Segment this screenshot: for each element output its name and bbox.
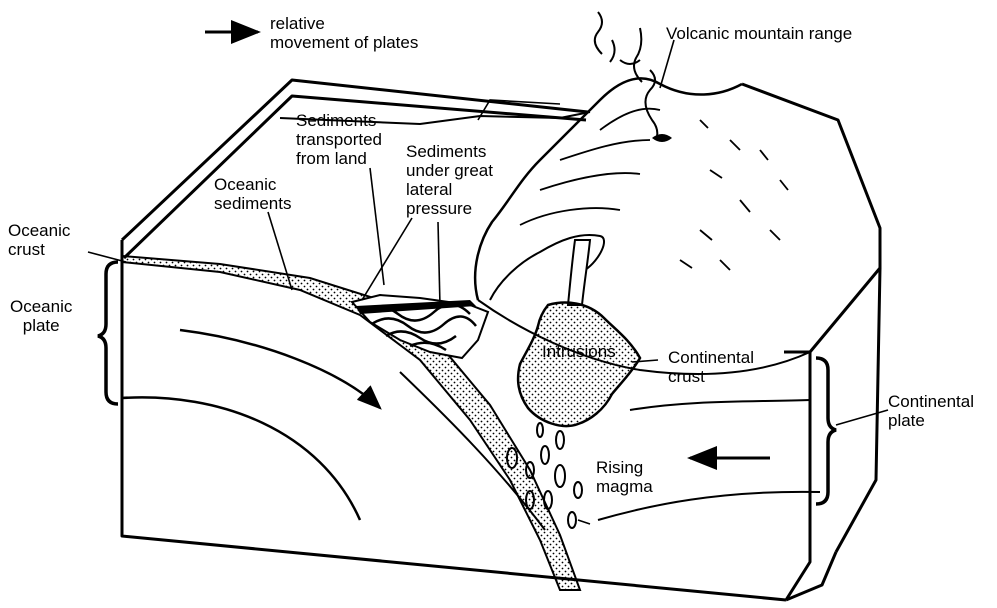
label-volcanic-mountain-range: Volcanic mountain range [666, 24, 852, 43]
label-sediments-pressure: Sediments under great lateral pressure [406, 142, 493, 218]
label-intrusions: Intrusions [542, 342, 616, 361]
oceanic-plate-brace [98, 262, 118, 404]
magma-conduit [568, 240, 590, 305]
intrusion-body [518, 303, 640, 426]
label-continental-crust: Continental crust [668, 348, 754, 386]
legend-label: relative movement of plates [270, 14, 418, 52]
continental-moho-line [630, 400, 810, 410]
label-sediments-transported: Sediments transported from land [296, 111, 382, 168]
label-oceanic-crust: Oceanic crust [8, 221, 70, 259]
mountain-ridges [520, 109, 660, 225]
label-oceanic-sediments: Oceanic sediments [214, 175, 291, 213]
volcano-vent [652, 134, 672, 142]
label-oceanic-plate: Oceanic plate [10, 297, 72, 335]
label-continental-plate: Continental plate [888, 392, 974, 430]
label-rising-magma: Rising magma [596, 458, 653, 496]
oceanic-crust-layer [122, 256, 580, 590]
continental-plate-brace [816, 358, 836, 504]
mantle-flow-arrow [180, 330, 380, 408]
continental-base-line [598, 492, 820, 520]
volcano-smoke [595, 12, 658, 140]
plate-base-curve [122, 397, 360, 520]
mountain-outline [475, 78, 742, 300]
mountain-hatching [680, 120, 788, 270]
